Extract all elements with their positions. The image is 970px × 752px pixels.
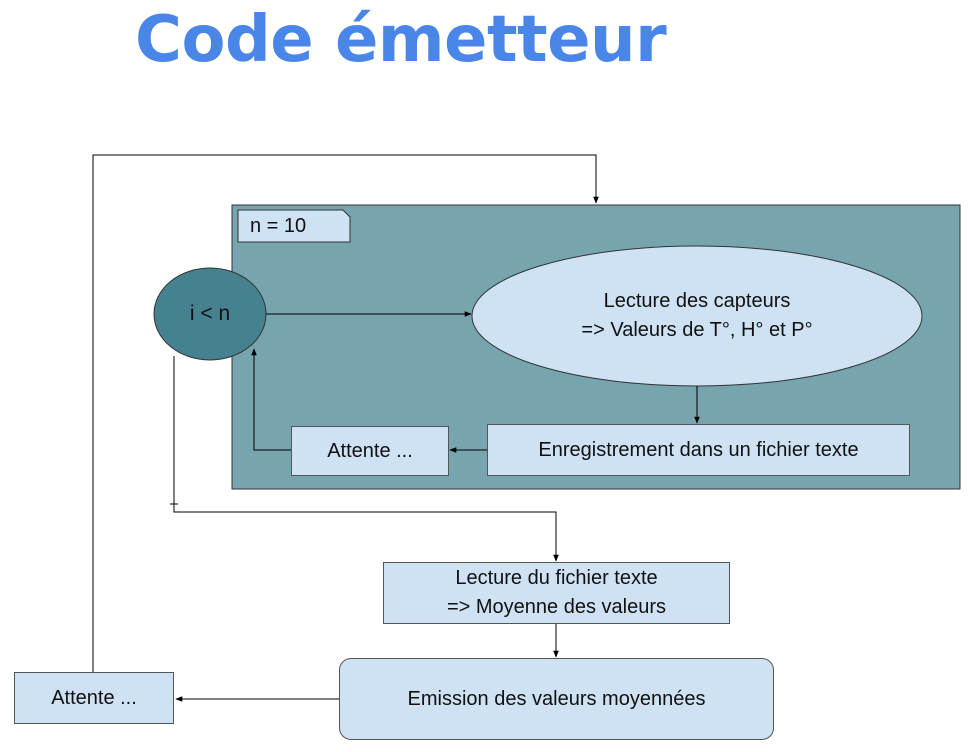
read-file-text: Lecture du fichier texte => Moyenne des … [446,567,667,618]
read-file-node: Lecture du fichier texte => Moyenne des … [383,562,730,624]
wait-inner-text: Attente ... [327,439,413,462]
loop-count-text: n = 10 [250,214,307,237]
condition-node: i < n [154,268,266,360]
wait-outer-node: Attente ... [14,672,174,724]
connector-wait-condition [251,348,291,451]
wait-outer-text: Attente ... [51,686,137,709]
page-title: Code émetteur [135,3,667,77]
save-file-node: Enregistrement dans un fichier texte [487,424,910,476]
wait-inner-node: Attente ... [291,426,449,476]
condition-text: i < n [189,302,231,325]
loop-count-label: n = 10 [238,210,350,242]
connector-outer-loop [92,154,599,672]
connector-condition-exit [173,356,559,562]
emit-text: Emission des valeurs moyennées [407,687,706,710]
emit-node: Emission des valeurs moyennées [339,658,774,740]
loop-count-shape [237,209,351,243]
save-file-text: Enregistrement dans un fichier texte [538,438,859,461]
read-sensors-text: Lecture des capteurs => Valeurs de T°, H… [581,290,813,341]
read-sensors-node: Lecture des capteurs => Valeurs de T°, H… [472,246,922,386]
